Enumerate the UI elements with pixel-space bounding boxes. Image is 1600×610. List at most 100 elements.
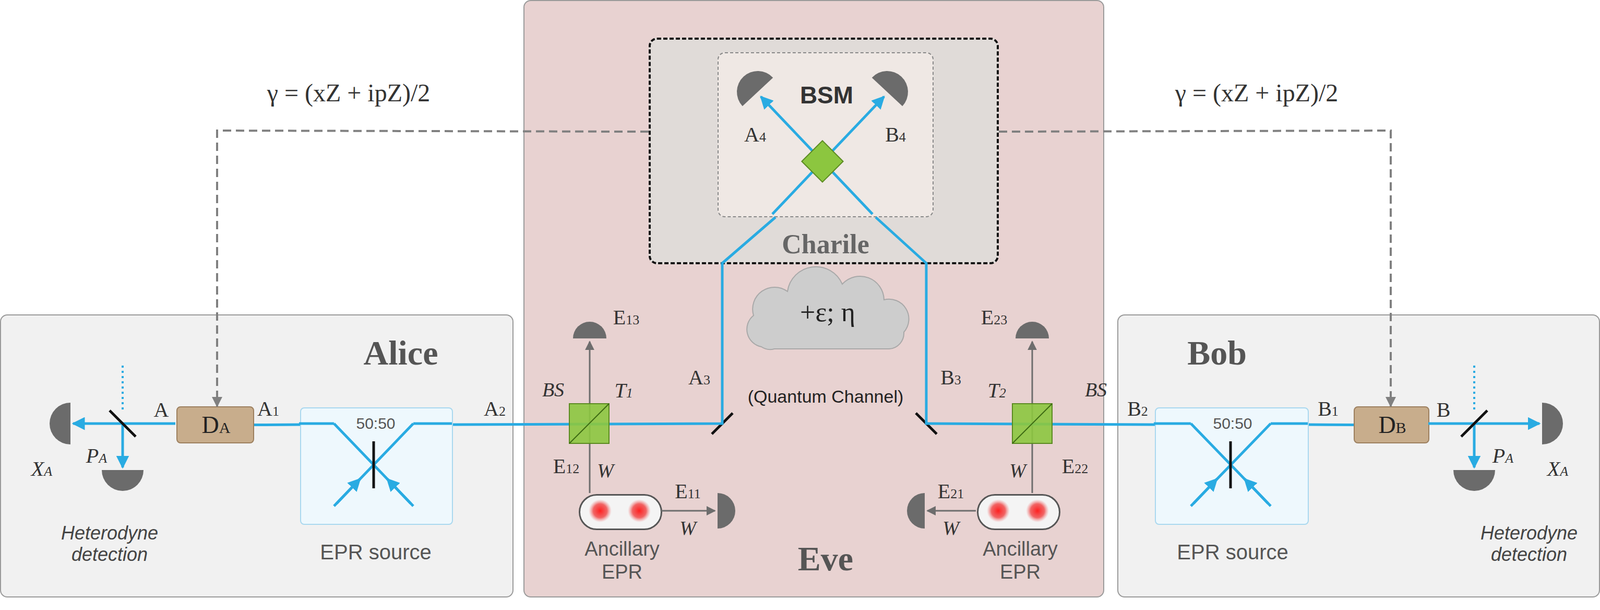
text-holder: Charile — [747, 228, 904, 260]
part-label: B — [1436, 397, 1451, 422]
text-holder: DB — [1355, 411, 1429, 439]
label-holder: A1 — [252, 396, 284, 421]
node-text: 50:50 — [355, 414, 396, 433]
quantum-channel-cloud: +ε; η(Quantum Channel) — [737, 274, 918, 354]
beam — [1270, 422, 1308, 425]
squeezed-mode — [1025, 498, 1049, 522]
part-label: E21 — [937, 479, 964, 504]
text-holder: Bob — [1154, 332, 1280, 373]
beam — [299, 422, 334, 425]
text-holder: Ancillary EPR — [567, 537, 677, 583]
label-holder: E12 — [547, 454, 585, 479]
detector — [572, 321, 607, 339]
part-label: W — [596, 459, 614, 483]
ancilla-mode — [661, 509, 715, 512]
node-text: DB — [1378, 411, 1406, 439]
part-label: XA — [31, 456, 53, 481]
beam-splitter — [1229, 440, 1233, 488]
part-label: B2 — [1127, 396, 1149, 421]
part-label: T2 — [987, 378, 1006, 403]
text-holder: 50:50 — [1201, 414, 1264, 433]
label-holder: E13 — [607, 305, 645, 330]
squeezed-mode — [588, 498, 612, 522]
beam-splitter-cube — [569, 403, 610, 444]
beam — [333, 423, 414, 506]
label-holder: PA — [80, 443, 113, 468]
part-label: W — [942, 516, 960, 540]
label-holder: Heterodyne detection — [46, 521, 173, 566]
part-label: PA — [1492, 443, 1514, 468]
alice-heterodyne — [49, 365, 176, 491]
label-holder: W — [1007, 459, 1029, 483]
part-label: E22 — [1061, 454, 1089, 479]
text-holder: +ε; η — [770, 296, 886, 328]
label-holder: B1 — [1312, 396, 1344, 421]
signal-line — [217, 130, 649, 407]
edge-label-holder: γ = (xZ + ipZ)/2 — [1115, 78, 1398, 107]
text-holder: Alice — [338, 332, 464, 373]
beam — [1153, 422, 1191, 425]
text-holder: EPR source — [1159, 539, 1306, 564]
part-label: Heterodyne detection — [46, 521, 173, 566]
beam — [1244, 478, 1269, 504]
node-text: +ε; η — [800, 296, 856, 328]
text-holder: EPR source — [302, 539, 449, 564]
text-holder: DA — [179, 411, 253, 439]
part-label: W — [679, 516, 697, 540]
beam-splitter — [109, 410, 136, 437]
part-label: W — [1009, 459, 1026, 483]
signal-line — [998, 130, 1391, 407]
optical-beam — [1308, 423, 1354, 426]
beam — [413, 422, 452, 425]
beam — [387, 478, 411, 504]
vacuum-port — [1473, 365, 1476, 410]
label-holder: B4 — [879, 122, 912, 147]
beam-splitter-cube — [569, 403, 610, 444]
label-holder: E11 — [669, 479, 707, 504]
beam — [1473, 423, 1476, 468]
node-text: Ancillary EPR — [567, 537, 677, 583]
label-holder: A2 — [479, 396, 511, 421]
label-holder: B3 — [935, 365, 967, 390]
part-label: A1 — [257, 396, 280, 421]
label-holder: XA — [1542, 456, 1574, 481]
label-holder: A — [148, 397, 175, 422]
beam — [333, 423, 414, 506]
edge-label: γ = (xZ + ipZ)/2 — [1175, 78, 1339, 107]
label-holder: E21 — [932, 479, 970, 504]
label-holder: B — [1433, 397, 1454, 422]
optical-beam — [875, 217, 1155, 425]
cloud-shape — [746, 266, 909, 350]
part-label: E13 — [613, 305, 640, 330]
label-holder: BS — [537, 378, 569, 402]
part-label: Heterodyne detection — [1466, 521, 1592, 566]
node-text: 50:50 — [1212, 414, 1252, 433]
text-holder: BSM — [790, 81, 864, 110]
vacuum-port — [121, 365, 124, 410]
node-text: Bob — [1187, 332, 1247, 373]
part-label: A2 — [483, 396, 506, 421]
detector — [872, 62, 917, 106]
text-holder: Ancillary EPR — [965, 537, 1076, 583]
label-holder: A4 — [739, 122, 771, 147]
part-label: A3 — [688, 365, 711, 390]
beam — [1428, 422, 1540, 425]
squeezed-mode — [986, 498, 1010, 522]
part-label: T1 — [614, 378, 633, 403]
part-label: PA — [86, 443, 107, 468]
ancilla-mode — [927, 509, 976, 512]
beam-splitter-cube — [1012, 403, 1053, 444]
detector — [1015, 321, 1049, 339]
displacement-box: DB — [1353, 406, 1430, 444]
label-holder: T1 — [610, 378, 637, 403]
part-label: XA — [1547, 456, 1569, 481]
part-label: E12 — [553, 454, 580, 479]
part-label: A — [153, 397, 170, 422]
optical-beam — [452, 217, 776, 425]
text-holder: Eve — [757, 538, 894, 579]
detector — [906, 492, 925, 529]
part-label: BS — [542, 378, 565, 402]
detector — [717, 492, 736, 529]
edge-label: γ = (xZ + ipZ)/2 — [267, 78, 431, 107]
